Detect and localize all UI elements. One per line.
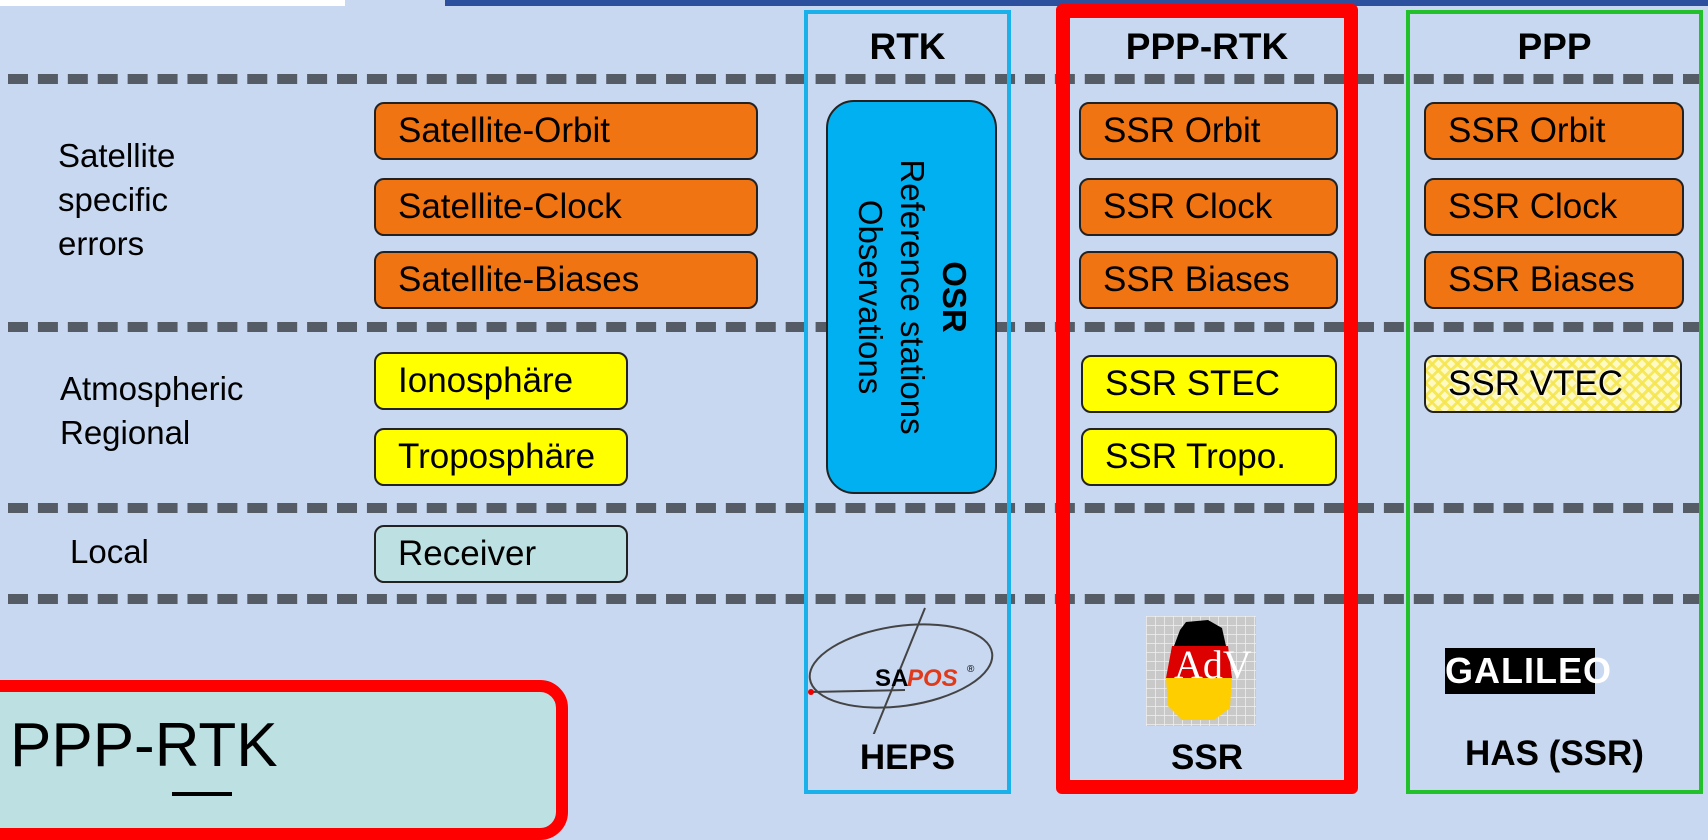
ppp-ssr-biases-box: SSR Biases	[1424, 251, 1684, 309]
ppp-ssr-orbit-box: SSR Orbit	[1424, 102, 1684, 160]
sapos-orbit	[808, 623, 994, 709]
ppprtk-ssr-stec-box: SSR STEC	[1081, 355, 1337, 413]
sapos-logo: SA POS ®	[808, 607, 994, 734]
row-label-satellite: Satellite specific errors	[58, 134, 175, 266]
separator-atmospheric	[8, 503, 1703, 513]
ppp-ssr-vtec-box: SSR VTEC	[1424, 355, 1682, 413]
row-label-line: specific	[58, 181, 169, 218]
ppprtk-ssr-clock-box: SSR Clock	[1079, 178, 1338, 236]
row-label-line: errors	[58, 225, 145, 262]
adv-map-black	[1174, 620, 1226, 646]
galileo-logo: GALILEO	[1445, 648, 1611, 694]
callout-title: PPP-RTK	[10, 711, 278, 780]
rtk-column	[804, 10, 1011, 794]
ppp-ssr-clock-box: SSR Clock	[1424, 178, 1684, 236]
osr-title: OSR	[935, 261, 973, 333]
ppprtk-callout: PPP-RTK	[0, 680, 568, 840]
row-label-line: Atmospheric	[60, 370, 244, 407]
adv-logo: AdV	[1146, 616, 1256, 726]
satellite-orbit-box: Satellite-Orbit	[374, 102, 758, 160]
ppprtk-ssr-biases-box: SSR Biases	[1079, 251, 1338, 309]
sapos-registered: ®	[967, 664, 975, 675]
adv-text: AdV	[1174, 642, 1252, 687]
satellite-biases-box: Satellite-Biases	[374, 251, 758, 309]
troposphere-box: Troposphäre	[374, 428, 628, 486]
osr-text: OSR Reference stations Observations	[849, 159, 975, 434]
osr-line1: Reference stations	[893, 159, 931, 435]
ionosphere-box: Ionosphäre	[374, 352, 628, 410]
row-label-line: Satellite	[58, 137, 176, 174]
rtk-footer: HEPS	[859, 738, 956, 777]
sapos-text-pos: POS	[907, 665, 958, 692]
adv-map-red	[1166, 646, 1232, 678]
ppp-header: PPP	[1517, 26, 1592, 67]
top-blue-bar	[445, 0, 1708, 6]
adv-map-gold	[1166, 678, 1232, 720]
sapos-text-sa: SA	[875, 665, 908, 692]
ppprtk-header: PPP-RTK	[1125, 26, 1289, 67]
sapos-dot	[808, 689, 814, 695]
separator-local	[8, 594, 1703, 604]
ppprtk-ssr-orbit-box: SSR Orbit	[1079, 102, 1338, 160]
sapos-line	[872, 607, 926, 734]
ppp-column	[1406, 10, 1703, 794]
top-white-strip	[0, 0, 345, 6]
row-label-line: Regional	[60, 414, 191, 451]
ppprtk-footer: SSR	[1171, 738, 1243, 777]
ppprtk-ssr-tropo-box: SSR Tropo.	[1081, 428, 1337, 486]
satellite-clock-box: Satellite-Clock	[374, 178, 758, 236]
ppp-footer: HAS (SSR)	[1465, 734, 1644, 773]
ppprtk-column	[1056, 4, 1358, 794]
receiver-box: Receiver	[374, 525, 628, 583]
separator-top	[8, 74, 1703, 84]
osr-box: OSR Reference stations Observations	[826, 100, 997, 494]
sapos-line	[810, 689, 906, 693]
row-label-local: Local	[70, 533, 149, 570]
rtk-header: RTK	[869, 26, 946, 67]
row-label-atmospheric: Atmospheric Regional	[60, 367, 243, 455]
osr-line2: Observations	[851, 199, 889, 395]
callout-partial-text	[172, 792, 232, 796]
